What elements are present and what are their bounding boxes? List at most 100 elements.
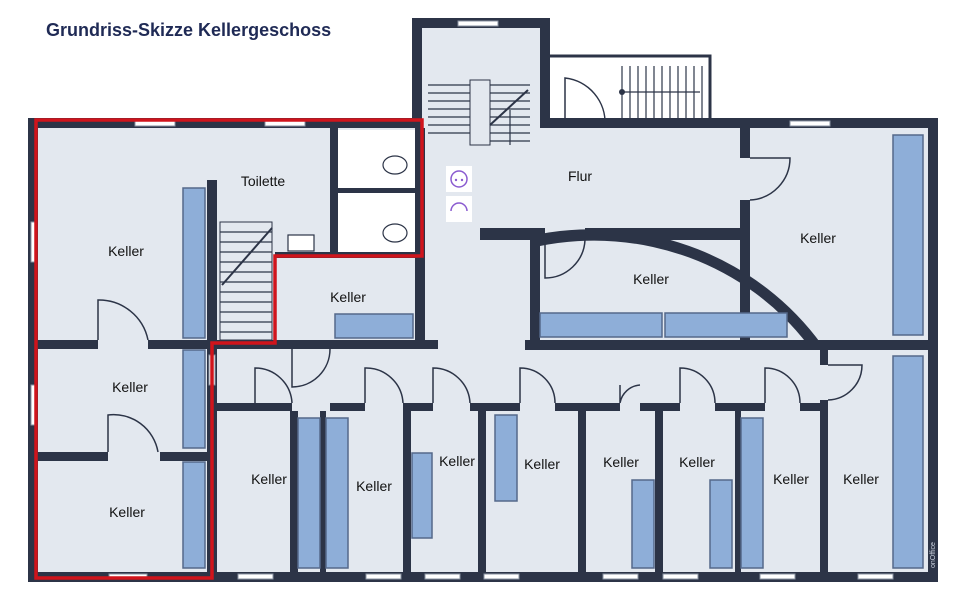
door-swing [107, 413, 159, 453]
wall [28, 118, 422, 128]
window [789, 120, 831, 127]
wall [28, 572, 938, 582]
wall [290, 411, 298, 572]
wall [320, 411, 326, 572]
room-label-keller: Keller [112, 379, 148, 395]
room-label-keller: Keller [330, 289, 366, 305]
door-swing [827, 364, 863, 401]
wall [480, 228, 545, 240]
storage-shelf [334, 313, 414, 339]
window [857, 573, 894, 580]
door-swing [619, 384, 641, 404]
door-swing [679, 367, 716, 404]
wall [38, 340, 98, 349]
wall [740, 200, 750, 345]
wall [715, 403, 765, 411]
window [483, 573, 520, 580]
room-label-flur: Flur [568, 168, 592, 184]
wall [470, 403, 520, 411]
storage-shelf [494, 414, 518, 502]
watermark: onOffice [930, 542, 937, 568]
wall [412, 18, 422, 128]
storage-shelf [411, 452, 433, 539]
sink-icon [287, 234, 315, 252]
wall [585, 228, 750, 240]
storage-shelf [182, 187, 206, 339]
highlighted-unit-outline [34, 118, 424, 580]
wall [578, 411, 586, 572]
room-label-keller: Keller [800, 230, 836, 246]
room-label-toilette: Toilette [241, 173, 286, 189]
window [457, 20, 499, 27]
window [365, 573, 402, 580]
curved-wall [540, 229, 822, 345]
wall [160, 452, 210, 461]
room-label-keller: Keller [633, 271, 669, 287]
door-swing [364, 367, 404, 404]
storage-shelf [709, 479, 733, 569]
chat-bubble-icon[interactable] [446, 166, 472, 192]
door-swing [544, 239, 586, 279]
window [237, 573, 274, 580]
wall [217, 403, 292, 411]
wall [540, 18, 550, 128]
door-swing [254, 367, 293, 404]
room-label-keller: Keller [773, 471, 809, 487]
wall [148, 340, 438, 349]
wall [330, 128, 338, 252]
wall [740, 128, 750, 158]
wc-fixtures [287, 155, 408, 252]
room-label-keller: Keller [603, 454, 639, 470]
storage-shelf [325, 417, 349, 569]
door-swing [432, 367, 471, 404]
main-stairs [428, 79, 530, 146]
external-stairs [550, 54, 712, 126]
toilet-icon [382, 223, 408, 243]
room-label-keller: Keller [843, 471, 879, 487]
wall [607, 118, 747, 128]
wall [820, 350, 828, 365]
storage-shelf [631, 479, 655, 569]
room-label-keller: Keller [356, 478, 392, 494]
wall [820, 400, 828, 572]
storage-shelf [297, 417, 321, 569]
room-label-keller: Keller [439, 453, 475, 469]
ai-headset-icon[interactable] [446, 196, 472, 222]
storage-shelf [740, 417, 764, 569]
stairwell-floor [412, 18, 550, 128]
storage-shelf [182, 349, 206, 449]
storage-shelf [539, 312, 663, 338]
wall [28, 118, 38, 582]
door-swing [519, 367, 556, 404]
wall [330, 403, 365, 411]
storage-shelves [182, 134, 924, 569]
window [662, 573, 699, 580]
door-swing [97, 299, 149, 341]
wall [338, 188, 416, 193]
window [424, 573, 461, 580]
keller-labels: KellerKellerKellerKellerKellerKellerKell… [108, 230, 879, 520]
wall [525, 340, 928, 350]
wall [478, 411, 486, 572]
wall [415, 128, 425, 340]
page-title: Grundriss-Skizze Kellergeschoss [46, 20, 332, 40]
windows [30, 20, 894, 580]
wall [530, 228, 540, 348]
storage-shelf [664, 312, 788, 338]
wall [735, 411, 741, 572]
door-swing [764, 367, 801, 404]
toilet-icon [382, 155, 408, 175]
storage-shelf [892, 355, 924, 569]
door-swing [749, 157, 791, 201]
wall [640, 403, 680, 411]
storage-shelf [182, 461, 206, 569]
wall [38, 452, 108, 461]
window [759, 573, 796, 580]
wall [928, 118, 938, 582]
wall [655, 411, 663, 572]
room-label-keller: Keller [524, 456, 560, 472]
storage-shelf [892, 134, 924, 336]
doors [97, 157, 863, 453]
